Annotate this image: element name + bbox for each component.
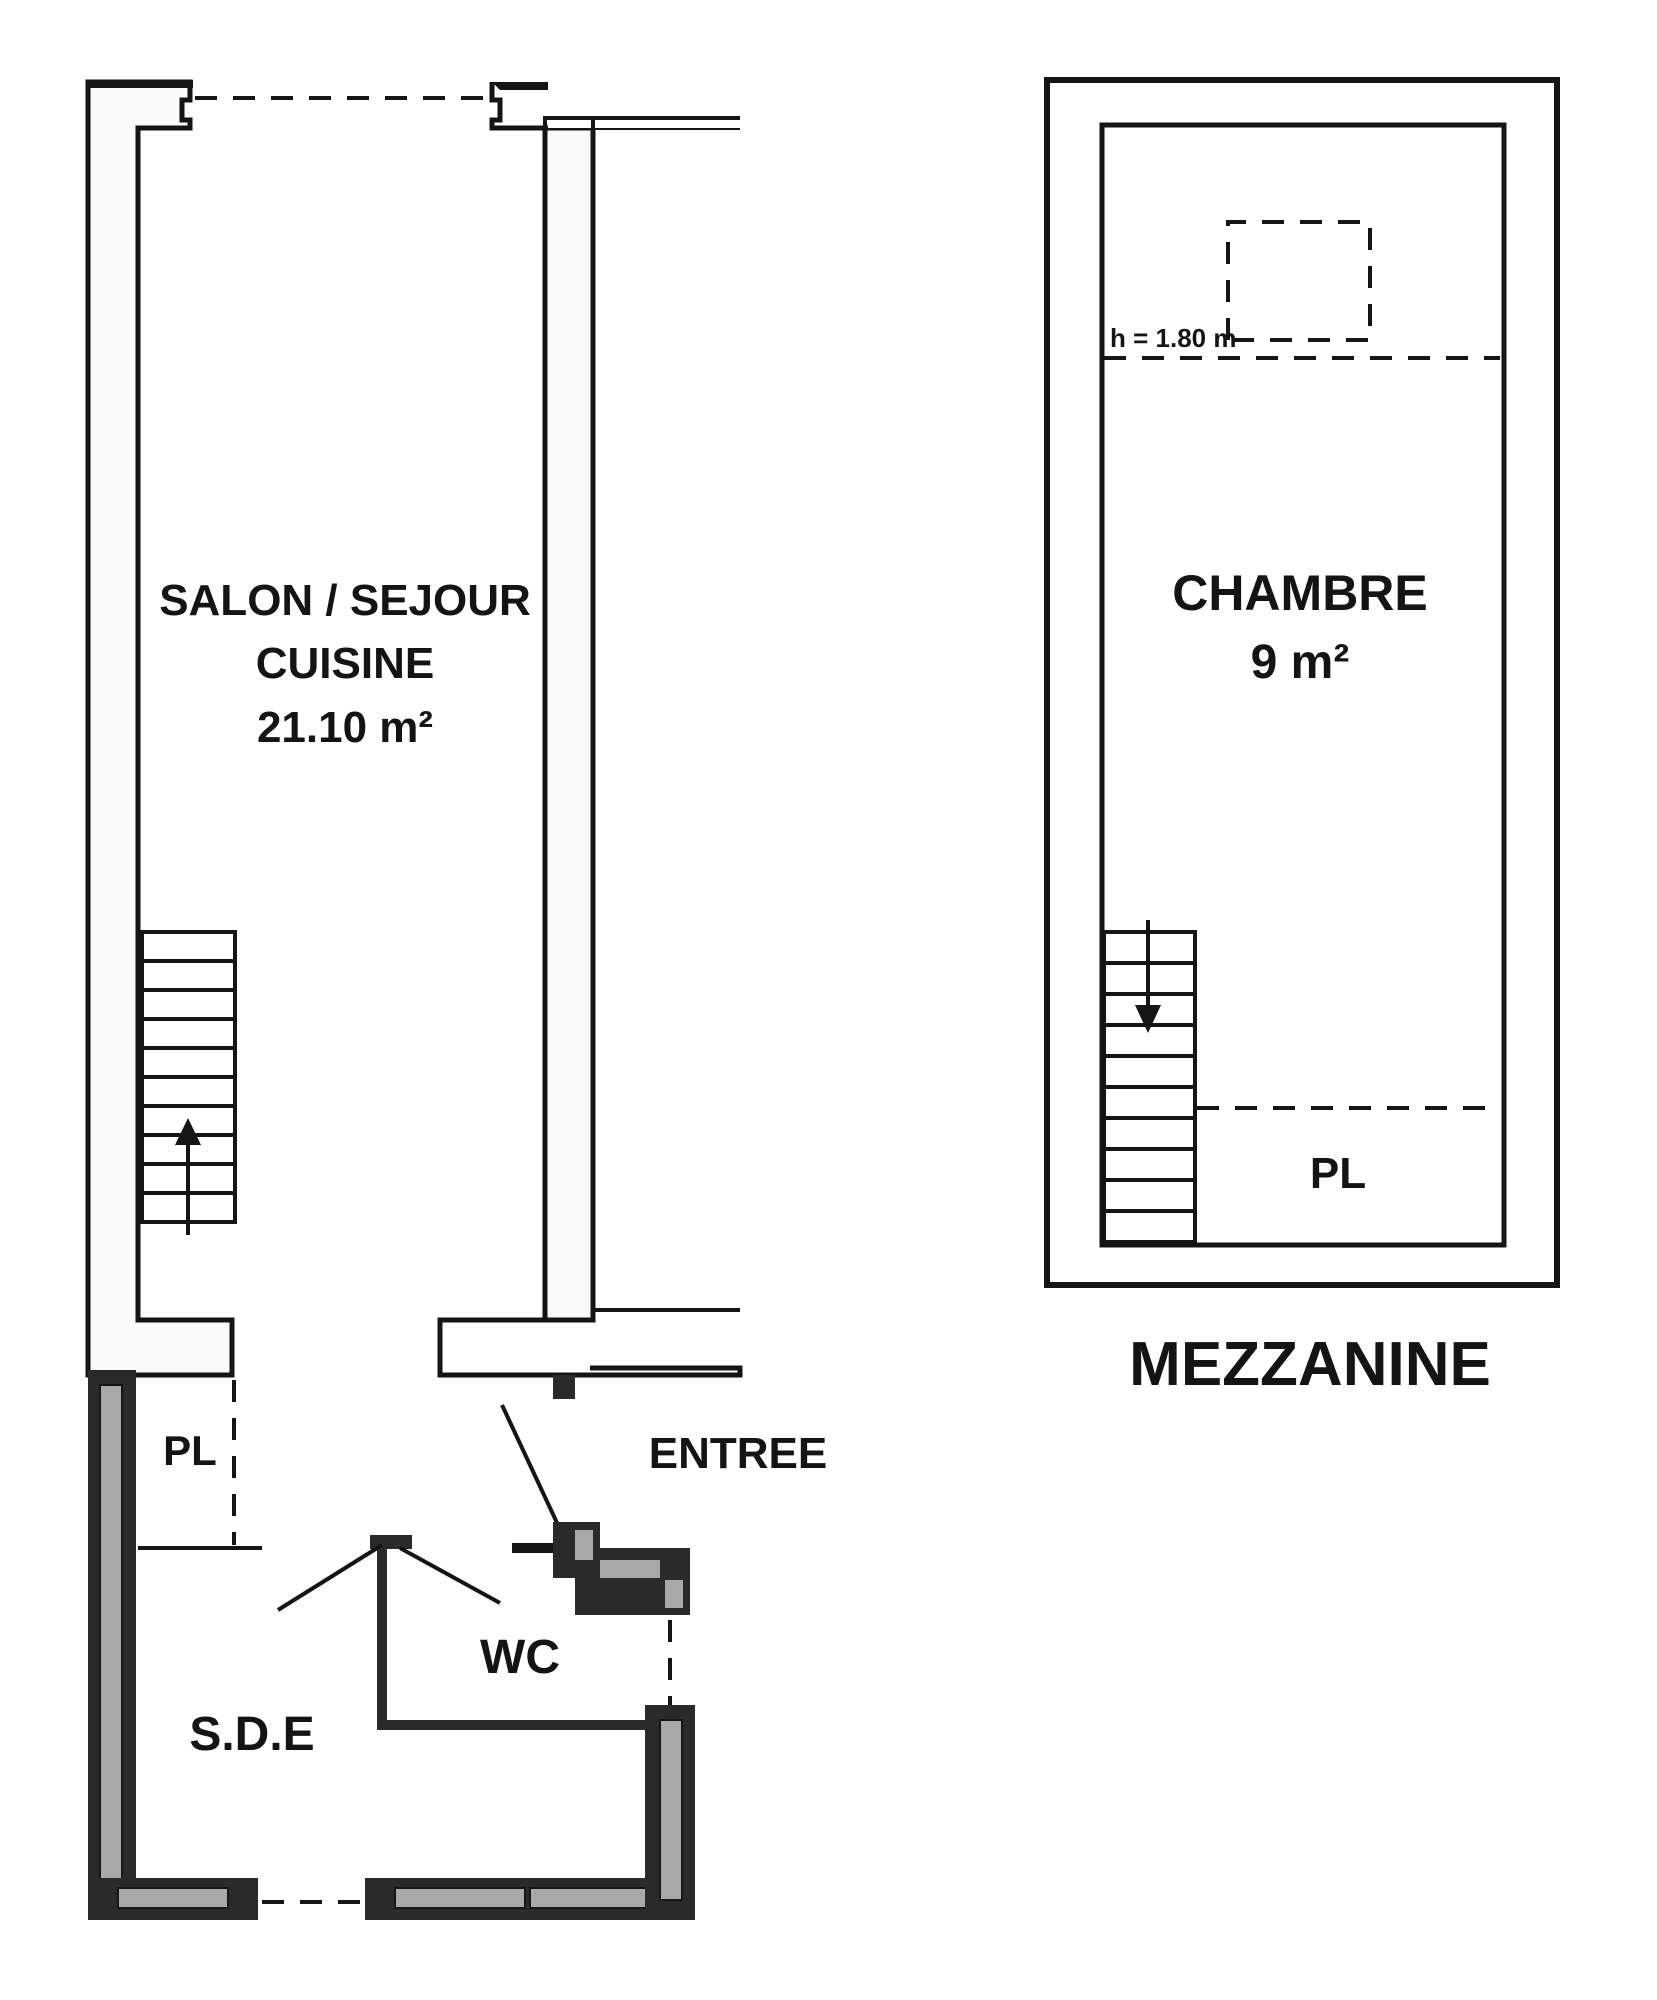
ground-floor-plan: SALON / SEJOUR CUISINE 21.10 m²	[85, 79, 827, 1920]
staircase-down	[1102, 920, 1197, 1244]
wc-walls	[276, 1535, 672, 1730]
party-wall	[542, 82, 740, 1323]
bedroom-name: CHAMBRE	[1172, 565, 1428, 621]
entrance-door	[500, 1375, 690, 1615]
living-room-label: SALON / SEJOUR CUISINE 21.10 m²	[159, 576, 531, 752]
ground-closet: PL	[138, 1380, 262, 1550]
wc-label: WC	[480, 1631, 560, 1684]
lower-right-thick-wall	[365, 1705, 695, 1920]
shower-room-label: S.D.E	[189, 1708, 314, 1761]
height-note: h = 1.80 m	[1110, 323, 1236, 353]
entrance-label: ENTREE	[649, 1429, 827, 1478]
mezzanine-closet-label: PL	[1310, 1149, 1366, 1198]
living-room-name-line1: SALON / SEJOUR	[159, 576, 531, 625]
arrow-down-icon	[1135, 1005, 1161, 1033]
mezzanine-plan: h = 1.80 m CHAMBRE 9 m² PL MEZZANINE	[1044, 77, 1560, 1399]
bedroom-area: 9 m²	[1251, 636, 1350, 689]
left-outer-wall	[85, 79, 235, 1378]
skylight-outline	[1226, 220, 1372, 342]
mezzanine-outer-wall	[1044, 77, 1560, 1288]
arrow-up-icon	[175, 1118, 201, 1145]
living-room-area: 21.10 m²	[257, 703, 433, 752]
lower-left-thick-wall	[88, 1370, 258, 1920]
staircase-up	[140, 930, 237, 1235]
mezzanine-title: MEZZANINE	[1129, 1330, 1491, 1399]
ground-closet-label: PL	[163, 1427, 217, 1474]
living-room-name-line2: CUISINE	[256, 639, 434, 688]
mezzanine-inner-room	[1099, 122, 1507, 1248]
